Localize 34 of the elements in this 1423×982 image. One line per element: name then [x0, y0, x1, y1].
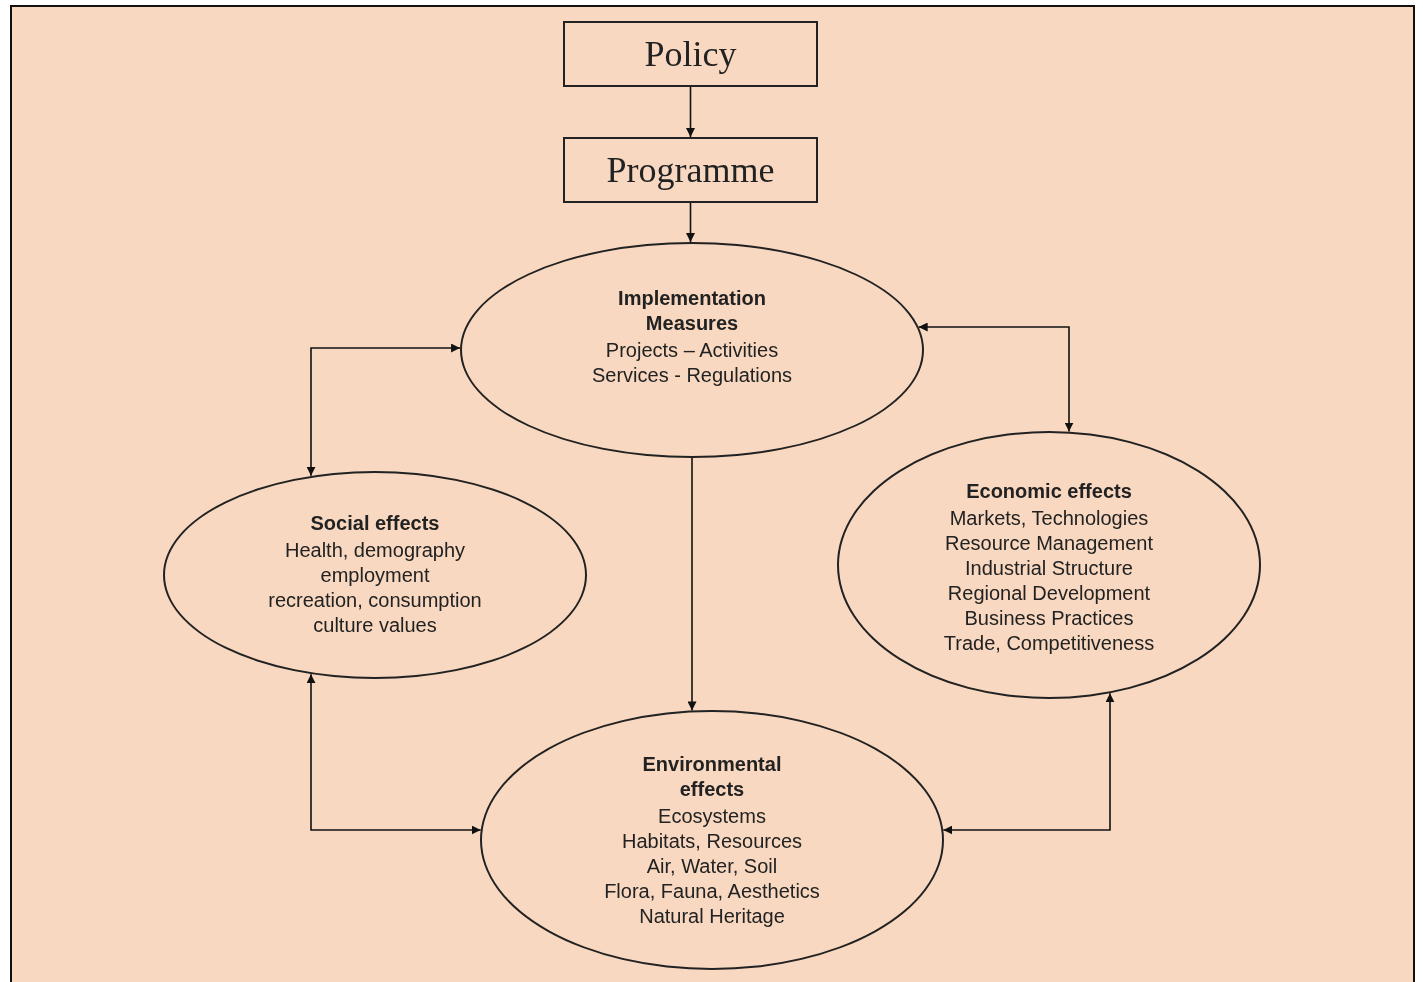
- ellipse-item: recreation, consumption: [268, 588, 482, 613]
- process-box: Programme: [563, 137, 818, 203]
- ellipse-item: Resource Management: [945, 531, 1153, 556]
- ellipse-heading: Economic effects: [965, 479, 1133, 504]
- ellipse-item: Regional Development: [947, 581, 1151, 606]
- arrow: [306, 673, 482, 835]
- ellipse-item: Projects – Activities: [605, 338, 779, 363]
- ellipse-item: Natural Heritage: [639, 904, 785, 929]
- ellipse-item: Industrial Structure: [965, 556, 1133, 581]
- ellipse-item: Ecosystems: [658, 804, 766, 829]
- ellipse-heading: Environmental effects: [641, 752, 783, 802]
- effect-ellipse: [460, 242, 924, 458]
- ellipse-item: employment: [320, 563, 430, 588]
- ellipse-item: Markets, Technologies: [949, 506, 1149, 531]
- arrow: [306, 343, 461, 477]
- arrow: [917, 322, 1074, 433]
- arrow: [686, 202, 695, 243]
- ellipse-item: Air, Water, Soil: [646, 854, 778, 879]
- ellipse-heading: Implementation Measures: [617, 286, 767, 336]
- arrow: [687, 457, 697, 712]
- ellipse-item: culture values: [313, 613, 437, 638]
- arrow: [942, 692, 1115, 835]
- process-box: Policy: [563, 21, 818, 87]
- effect-ellipse: [837, 431, 1261, 699]
- effect-ellipse: [163, 471, 587, 679]
- ellipse-item: Business Practices: [964, 606, 1134, 631]
- ellipse-item: Habitats, Resources: [621, 829, 803, 854]
- ellipse-item: Flora, Fauna, Aesthetics: [604, 879, 820, 904]
- arrow: [686, 86, 695, 138]
- ellipse-item: Health, demography: [284, 538, 466, 563]
- ellipse-item: Trade, Competitiveness: [943, 631, 1155, 656]
- ellipse-heading: Social effects: [309, 511, 441, 536]
- ellipse-item: Services - Regulations: [591, 363, 793, 388]
- effect-ellipse: [480, 710, 944, 970]
